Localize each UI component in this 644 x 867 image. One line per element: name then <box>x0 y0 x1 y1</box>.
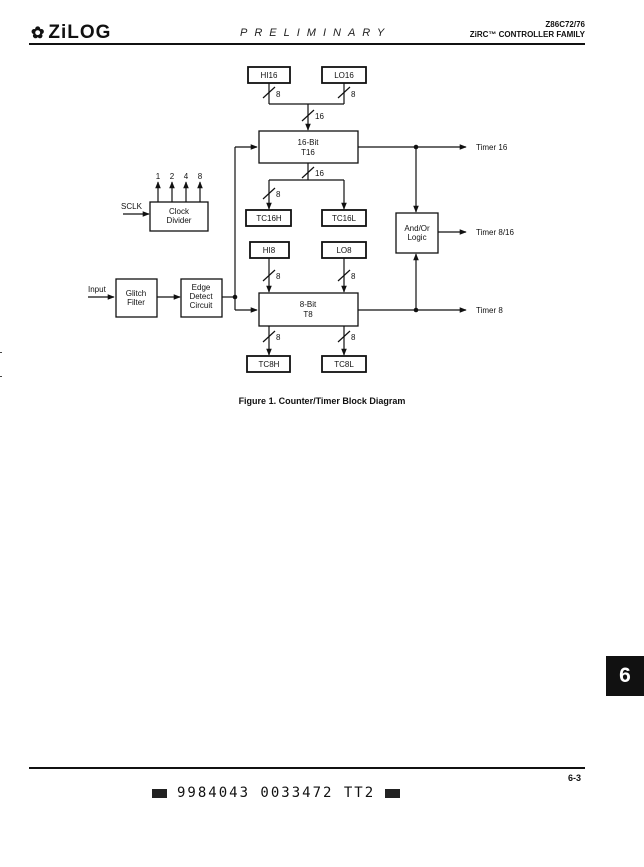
zilog-logo-mark-icon: ✿ <box>31 25 46 42</box>
hi16-register <box>247 66 291 84</box>
bus-width-t16-out: 16 <box>315 169 324 178</box>
margin-mark <box>0 352 2 353</box>
bus-slash-tc8l <box>337 330 351 343</box>
edge-detect-label-line1: Edge <box>192 283 211 292</box>
bus-width-lo8: 8 <box>351 272 356 281</box>
product-family: ZiRC™ CONTROLLER FAMILY <box>469 30 585 39</box>
clock-divider-label-line1: Clock <box>169 207 190 216</box>
part-number: Z86C72/76 <box>545 20 585 29</box>
barcode-text: 9984043 0033472 TT2 <box>177 785 376 801</box>
junction-dot-timer16 <box>413 144 419 150</box>
tc16h-register <box>245 209 292 227</box>
zilog-logo-text: ZiLOG <box>48 22 112 43</box>
bus-slash-hi16 <box>262 86 276 99</box>
t8-label-line1: 8-Bit <box>300 300 317 309</box>
bus-width-t16-in: 16 <box>315 112 324 121</box>
tc16l-label: TC16L <box>332 214 357 223</box>
hi16-label: HI16 <box>261 71 278 80</box>
footer-rule <box>29 767 585 769</box>
bus-width-tc8h: 8 <box>276 333 281 342</box>
timer8-16-output-label: Timer 8/16 <box>476 228 514 237</box>
bus-slash-hi8 <box>262 269 276 282</box>
sclk-label: SCLK <box>121 202 143 211</box>
glitch-filter-block <box>115 278 158 318</box>
t16-label-line1: 16-Bit <box>298 138 320 147</box>
bus-width-tc16h: 8 <box>276 190 281 199</box>
margin-mark <box>0 376 2 377</box>
and-or-logic-block <box>395 212 439 254</box>
div-output-2-label: 2 <box>170 172 175 181</box>
barcode-block-icon <box>385 788 401 798</box>
lo8-label: LO8 <box>336 246 352 255</box>
tc8l-register <box>321 355 367 373</box>
div-output-1-label: 1 <box>156 172 161 181</box>
bus-slash-lo16 <box>337 86 351 99</box>
bus-slash-t16-out <box>301 166 315 179</box>
div-output-8-label: 8 <box>198 172 203 181</box>
bus-slash-lo8 <box>337 269 351 282</box>
bus-width-lo16: 8 <box>351 90 356 99</box>
t8-label-line2: T8 <box>303 310 313 319</box>
and-or-label-line2: Logic <box>407 233 426 242</box>
barcode-block-icon <box>152 788 167 798</box>
edge-detect-block <box>180 278 223 318</box>
tc8l-label: TC8L <box>334 360 354 369</box>
and-or-label-line1: And/Or <box>404 224 430 233</box>
t8-counter-block <box>258 292 359 327</box>
junction-dot-timer8 <box>413 307 419 313</box>
bus-slash-tc16h <box>262 187 276 200</box>
hi8-register <box>249 241 290 259</box>
bus-slash-tc8h <box>262 330 276 343</box>
tc8h-register <box>246 355 291 373</box>
header-rule <box>29 43 585 45</box>
clock-divider-label-line2: Divider <box>167 216 192 225</box>
clock-divider-block <box>149 201 209 232</box>
preliminary-label: PRELIMINARY <box>240 27 392 39</box>
figure-caption: Figure 1. Counter/Timer Block Diagram <box>238 396 406 406</box>
lo16-label: LO16 <box>334 71 354 80</box>
glitch-filter-label-line2: Filter <box>127 298 145 307</box>
hi8-label: HI8 <box>263 246 276 255</box>
edge-detect-label-line3: Circuit <box>190 301 213 310</box>
junction-dot-edge <box>232 294 238 300</box>
counter-timer-block-diagram: HI16 LO16 16-Bit T16 TC16H TC16L HI8 LO8… <box>88 66 514 373</box>
bus-width-hi16: 8 <box>276 90 281 99</box>
timer16-output-label: Timer 16 <box>476 143 508 152</box>
tc16h-label: TC16H <box>256 214 282 223</box>
timer8-output-label: Timer 8 <box>476 306 503 315</box>
page-number: 6-3 <box>567 773 581 783</box>
input-label: Input <box>88 285 107 294</box>
tc16l-register <box>321 209 367 227</box>
tc8h-label: TC8H <box>259 360 280 369</box>
bus-slash-t16-in <box>301 109 315 122</box>
lo8-register <box>321 241 367 259</box>
div-output-4-label: 4 <box>184 172 189 181</box>
bus-width-tc8l: 8 <box>351 333 356 342</box>
header-product: Z86C72/76 ZiRC™ CONTROLLER FAMILY <box>470 20 585 40</box>
t16-counter-block <box>258 130 359 164</box>
zilog-logo: ✿ZiLOG <box>31 23 111 42</box>
glitch-filter-label-line1: Glitch <box>126 289 146 298</box>
t16-label-line2: T16 <box>301 148 315 157</box>
bus-width-hi8: 8 <box>276 272 281 281</box>
lo16-register <box>321 66 367 84</box>
edge-detect-label-line2: Detect <box>189 292 213 301</box>
footer-barcode: 9984043 0033472 TT2 <box>152 785 401 801</box>
section-tab: 6 <box>606 656 644 696</box>
